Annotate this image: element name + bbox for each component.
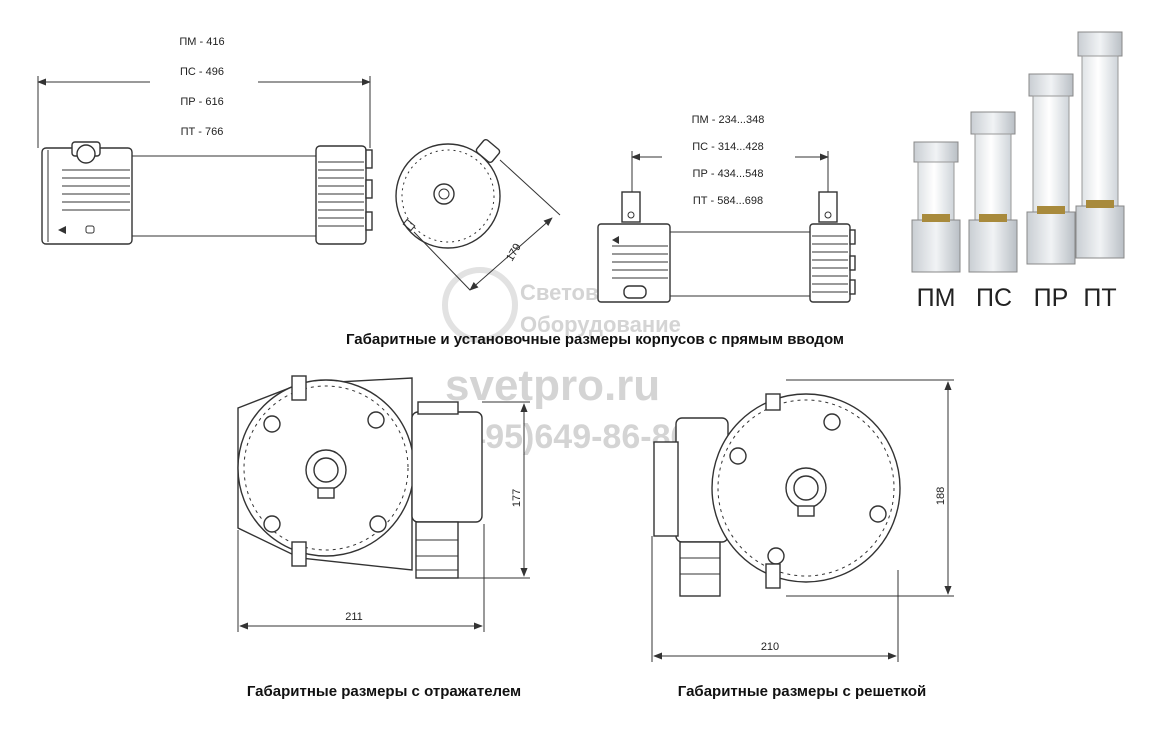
product-photo: ПМ ПС ПР ПТ xyxy=(911,31,1125,312)
dim-ps-length: ПС - 496 xyxy=(180,66,224,78)
reflector-height-dim: 177 xyxy=(511,489,523,507)
housing-side-view: ПМ - 416 ПС - 496 ПР - 616 ПТ - 766 xyxy=(37,36,373,245)
dim-pm-length: ПМ - 416 xyxy=(179,36,224,48)
photo-label-pm: ПМ xyxy=(917,284,956,312)
watermark: Световое Оборудование svetpro.ru (495)64… xyxy=(442,267,689,456)
dim-pr-mount: ПР - 434...548 xyxy=(693,168,764,180)
reflector-view: 177 211 xyxy=(237,375,530,632)
housing-end-view: 179 xyxy=(395,138,561,291)
caption-grid: Габаритные размеры с решеткой xyxy=(678,683,926,700)
grid-height-dim: 188 xyxy=(935,487,947,505)
photo-label-ps: ПС xyxy=(976,284,1012,312)
housing-ps xyxy=(968,111,1018,273)
caption-direct-entry: Габаритные и установочные размеры корпус… xyxy=(346,331,844,348)
housing-pr xyxy=(1026,73,1076,265)
photo-label-pt: ПТ xyxy=(1083,284,1116,312)
reflector-width-dim: 211 xyxy=(345,611,363,623)
caption-reflector: Габаритные размеры с отражателем xyxy=(247,683,521,700)
dim-pt-length: ПТ - 766 xyxy=(181,126,224,138)
dim-ps-mount: ПС - 314...428 xyxy=(692,141,764,153)
photo-label-pr: ПР xyxy=(1034,284,1069,312)
watermark-line2: Оборудование xyxy=(520,312,681,337)
watermark-site: svetpro.ru xyxy=(445,361,660,410)
watermark-phone: (495)649-86-86 xyxy=(455,418,689,456)
dim-pr-length: ПР - 616 xyxy=(180,96,223,108)
mounting-view: ПМ - 234...348 ПС - 314...428 ПР - 434..… xyxy=(597,114,856,303)
dim-pm-mount: ПМ - 234...348 xyxy=(692,114,765,126)
grid-view: 188 210 xyxy=(651,379,954,662)
dim-pt-mount: ПТ - 584...698 xyxy=(693,195,763,207)
housing-pt xyxy=(1075,31,1125,259)
grid-width-dim: 210 xyxy=(761,641,779,653)
housing-pm xyxy=(911,141,961,273)
